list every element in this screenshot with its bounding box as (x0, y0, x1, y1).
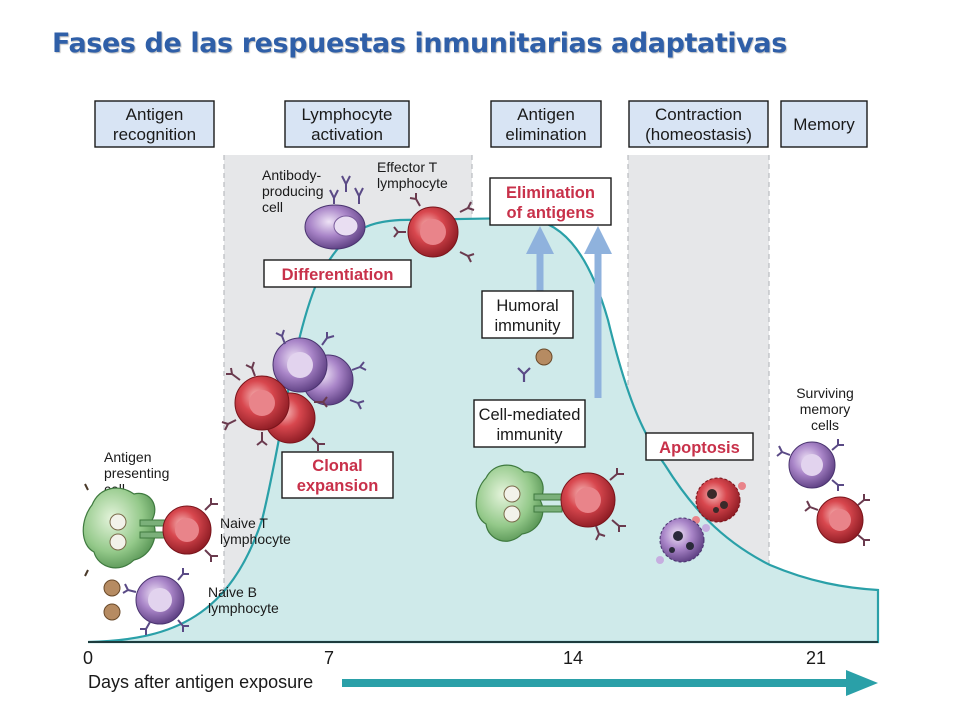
phase-label-line1: Antigen (517, 105, 575, 124)
x-axis-label: Days after antigen exposure (88, 672, 313, 692)
phase-box-activation: Lymphocyte activation (284, 100, 410, 148)
naive-b-label-2: lymphocyte (208, 600, 279, 616)
tick-14: 14 (563, 648, 583, 668)
antibody-cell-label-3: cell (262, 199, 283, 215)
phase-label-line1: Contraction (655, 105, 742, 124)
memory-label-3: cells (811, 417, 839, 433)
phase-label-line2: activation (311, 125, 383, 144)
effector-t-label-2: lymphocyte (377, 175, 448, 191)
phase-label-line2: (homeostasis) (645, 125, 752, 144)
cell-mediated-label-line1: Cell-mediated (479, 406, 581, 424)
phase-label-line1: Lymphocyte (301, 105, 392, 124)
differentiation-label: Differentiation (282, 266, 394, 284)
phase-headers: Antigen recognition Lymphocyte activatio… (94, 100, 868, 148)
t-cell-icon (804, 494, 870, 546)
antigen-presenting-cell-icon (82, 483, 167, 577)
b-cell-icon (304, 175, 366, 250)
antigen-presenting-cell-icon (475, 464, 563, 542)
humoral-box: Humoral immunity (481, 290, 574, 339)
phase-label-line2: recognition (113, 125, 196, 144)
antibody-cell-label-2: producing (262, 183, 324, 199)
cell-mediated-box: Cell-mediated immunity (473, 399, 586, 448)
antigen-icon (103, 579, 121, 621)
tick-0: 0 (83, 648, 93, 668)
apoptotic-cell-icon (656, 517, 710, 564)
humoral-label-line2: immunity (494, 317, 561, 335)
clonal-label-line2: expansion (297, 477, 379, 495)
elimination-label-line2: of antigens (506, 204, 594, 222)
apoptosis-label: Apoptosis (659, 439, 740, 457)
antigen-icon (517, 348, 553, 382)
tick-7: 7 (324, 648, 334, 668)
naive-t-label-1: Naive T (220, 515, 268, 531)
b-cell-icon (776, 439, 844, 491)
effector-t-label-1: Effector T (377, 159, 438, 175)
elimination-box: Elimination of antigens (489, 177, 612, 226)
phase-label-line1: Antigen (126, 105, 184, 124)
phase-label-line1: Memory (793, 115, 855, 134)
right-arrow-icon (342, 670, 878, 696)
phase-label-line2: elimination (505, 125, 586, 144)
naive-t-label-2: lymphocyte (220, 531, 291, 547)
memory-label-1: Surviving (796, 385, 854, 401)
clonal-label-line1: Clonal (312, 457, 362, 475)
phase-box-recognition: Antigen recognition (94, 100, 215, 148)
t-cell-icon (560, 468, 626, 541)
differentiation-box: Differentiation (263, 259, 412, 288)
apoptosis-box: Apoptosis (645, 432, 754, 461)
phase-box-elimination: Antigen elimination (490, 100, 602, 148)
apc-label-2: presenting (104, 465, 169, 481)
phase-box-contraction: Contraction (homeostasis) (628, 100, 769, 148)
clonal-expansion-box: Clonal expansion (281, 451, 394, 499)
b-cell-icon (122, 568, 189, 635)
apoptotic-cell-icon (692, 477, 746, 524)
t-cell-icon (162, 498, 218, 562)
memory-label-2: memory (800, 401, 851, 417)
tick-21: 21 (806, 648, 826, 668)
clonal-expansion-cells (221, 329, 367, 451)
cell-mediated-label-line2: immunity (496, 426, 563, 444)
t-cell-icon (393, 193, 475, 263)
apc-label-1: Antigen (104, 449, 151, 465)
phase-box-memory: Memory (780, 100, 868, 148)
elimination-label-line1: Elimination (506, 184, 595, 202)
humoral-label-line1: Humoral (496, 297, 558, 315)
cell-labels: Antibody- producing cell Effector T lymp… (104, 159, 854, 616)
naive-b-label-1: Naive B (208, 584, 257, 600)
slide-title: Fases de las respuestas inmunitarias ada… (52, 28, 787, 59)
antibody-cell-label-1: Antibody- (262, 167, 321, 183)
